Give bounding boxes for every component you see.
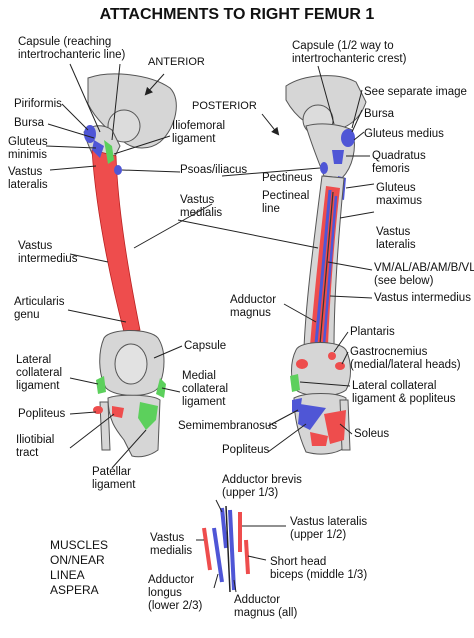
legend-bar-adductor-longus (212, 527, 224, 583)
posterior-soleus-2 (310, 432, 328, 446)
label-gastrocnemius: Gastrocnemius(medial/lateral heads) (350, 346, 461, 371)
label-semimembranosus: Semimembranosus (178, 420, 278, 432)
posterior-pectineus (320, 162, 328, 174)
patella (114, 343, 148, 385)
legend-bar-short-head (244, 539, 250, 575)
label-pectineus: Pectineus (262, 172, 313, 184)
posterior-popliteus (298, 404, 326, 430)
linea-aspera-dark (319, 191, 334, 345)
posterior-soleus (324, 410, 346, 444)
legend-bar-vastus-medialis (202, 527, 212, 571)
anterior-shaft-vastus (91, 149, 141, 333)
medial-collateral-anterior (156, 378, 166, 398)
anterior-fibula (99, 401, 111, 451)
view-label-posterior: POSTERIOR (192, 100, 257, 112)
label-gluteus-medius: Gluteus medius (364, 128, 444, 140)
gluteus-minimis-attachment (92, 140, 104, 158)
label-bursa-anterior: Bursa (14, 117, 45, 129)
posterior-plantaris (328, 352, 336, 360)
iliotibial-tract (112, 406, 124, 418)
label-vastus-intermedius-posterior: Vastus intermedius (374, 292, 471, 304)
legend-label-vastus-lateralis: Vastus lateralis(upper 1/2) (290, 516, 368, 541)
posterior-semimembranosus (292, 398, 302, 412)
legend-bar-adductor-brevis (220, 507, 228, 549)
anterior-femur (83, 73, 177, 458)
articularis-genu-2 (131, 323, 137, 329)
label-psoas-iliacus: Psoas/iliacus (180, 164, 248, 176)
label-piriformis: Piriformis (14, 98, 62, 110)
page-title: ATTACHMENTS TO RIGHT FEMUR 1 (99, 6, 375, 23)
pointer-lines (45, 63, 375, 469)
label-bursa-posterior: Bursa (364, 108, 395, 120)
legend-bar-adductor-magnus (228, 509, 236, 591)
posterior-gastroc-lateral (335, 362, 345, 370)
label-see-separate-image: See separate image (364, 86, 467, 98)
posterior-lateral-collateral (290, 374, 300, 392)
lateral-collateral-anterior (96, 376, 106, 394)
intertrochanteric-ligament (104, 140, 114, 164)
label-plantaris: Plantaris (350, 326, 395, 338)
posterior-gastroc-medial (296, 359, 308, 369)
label-popliteus-anterior: Popliteus (18, 408, 66, 420)
patellar-ligament (138, 402, 158, 430)
popliteus-anterior (93, 406, 103, 414)
anterior-tibia (107, 394, 161, 458)
label-popliteus-posterior: Popliteus (222, 444, 270, 456)
anterior-femoral-head (107, 109, 141, 143)
label-linea-aspera-group: VM/AL/AB/AM/B/VL(see below) (374, 262, 474, 287)
view-label-anterior: ANTERIOR (148, 56, 205, 68)
legend-bar-linea-aspera (225, 505, 231, 593)
legend-label-adductor-brevis: Adductor brevis(upper 1/3) (222, 474, 302, 499)
linea-aspera-blue-2 (322, 195, 338, 345)
label-capsule-knee: Capsule (184, 340, 227, 352)
psoas-attachment (114, 165, 122, 175)
articularis-genu-1 (125, 319, 131, 325)
linea-aspera-blue-1 (314, 189, 332, 345)
posterior-quadratus (332, 150, 344, 164)
linea-aspera-legend (196, 499, 286, 593)
posterior-gluteus-medius (341, 129, 355, 147)
label-soleus: Soleus (354, 428, 390, 440)
